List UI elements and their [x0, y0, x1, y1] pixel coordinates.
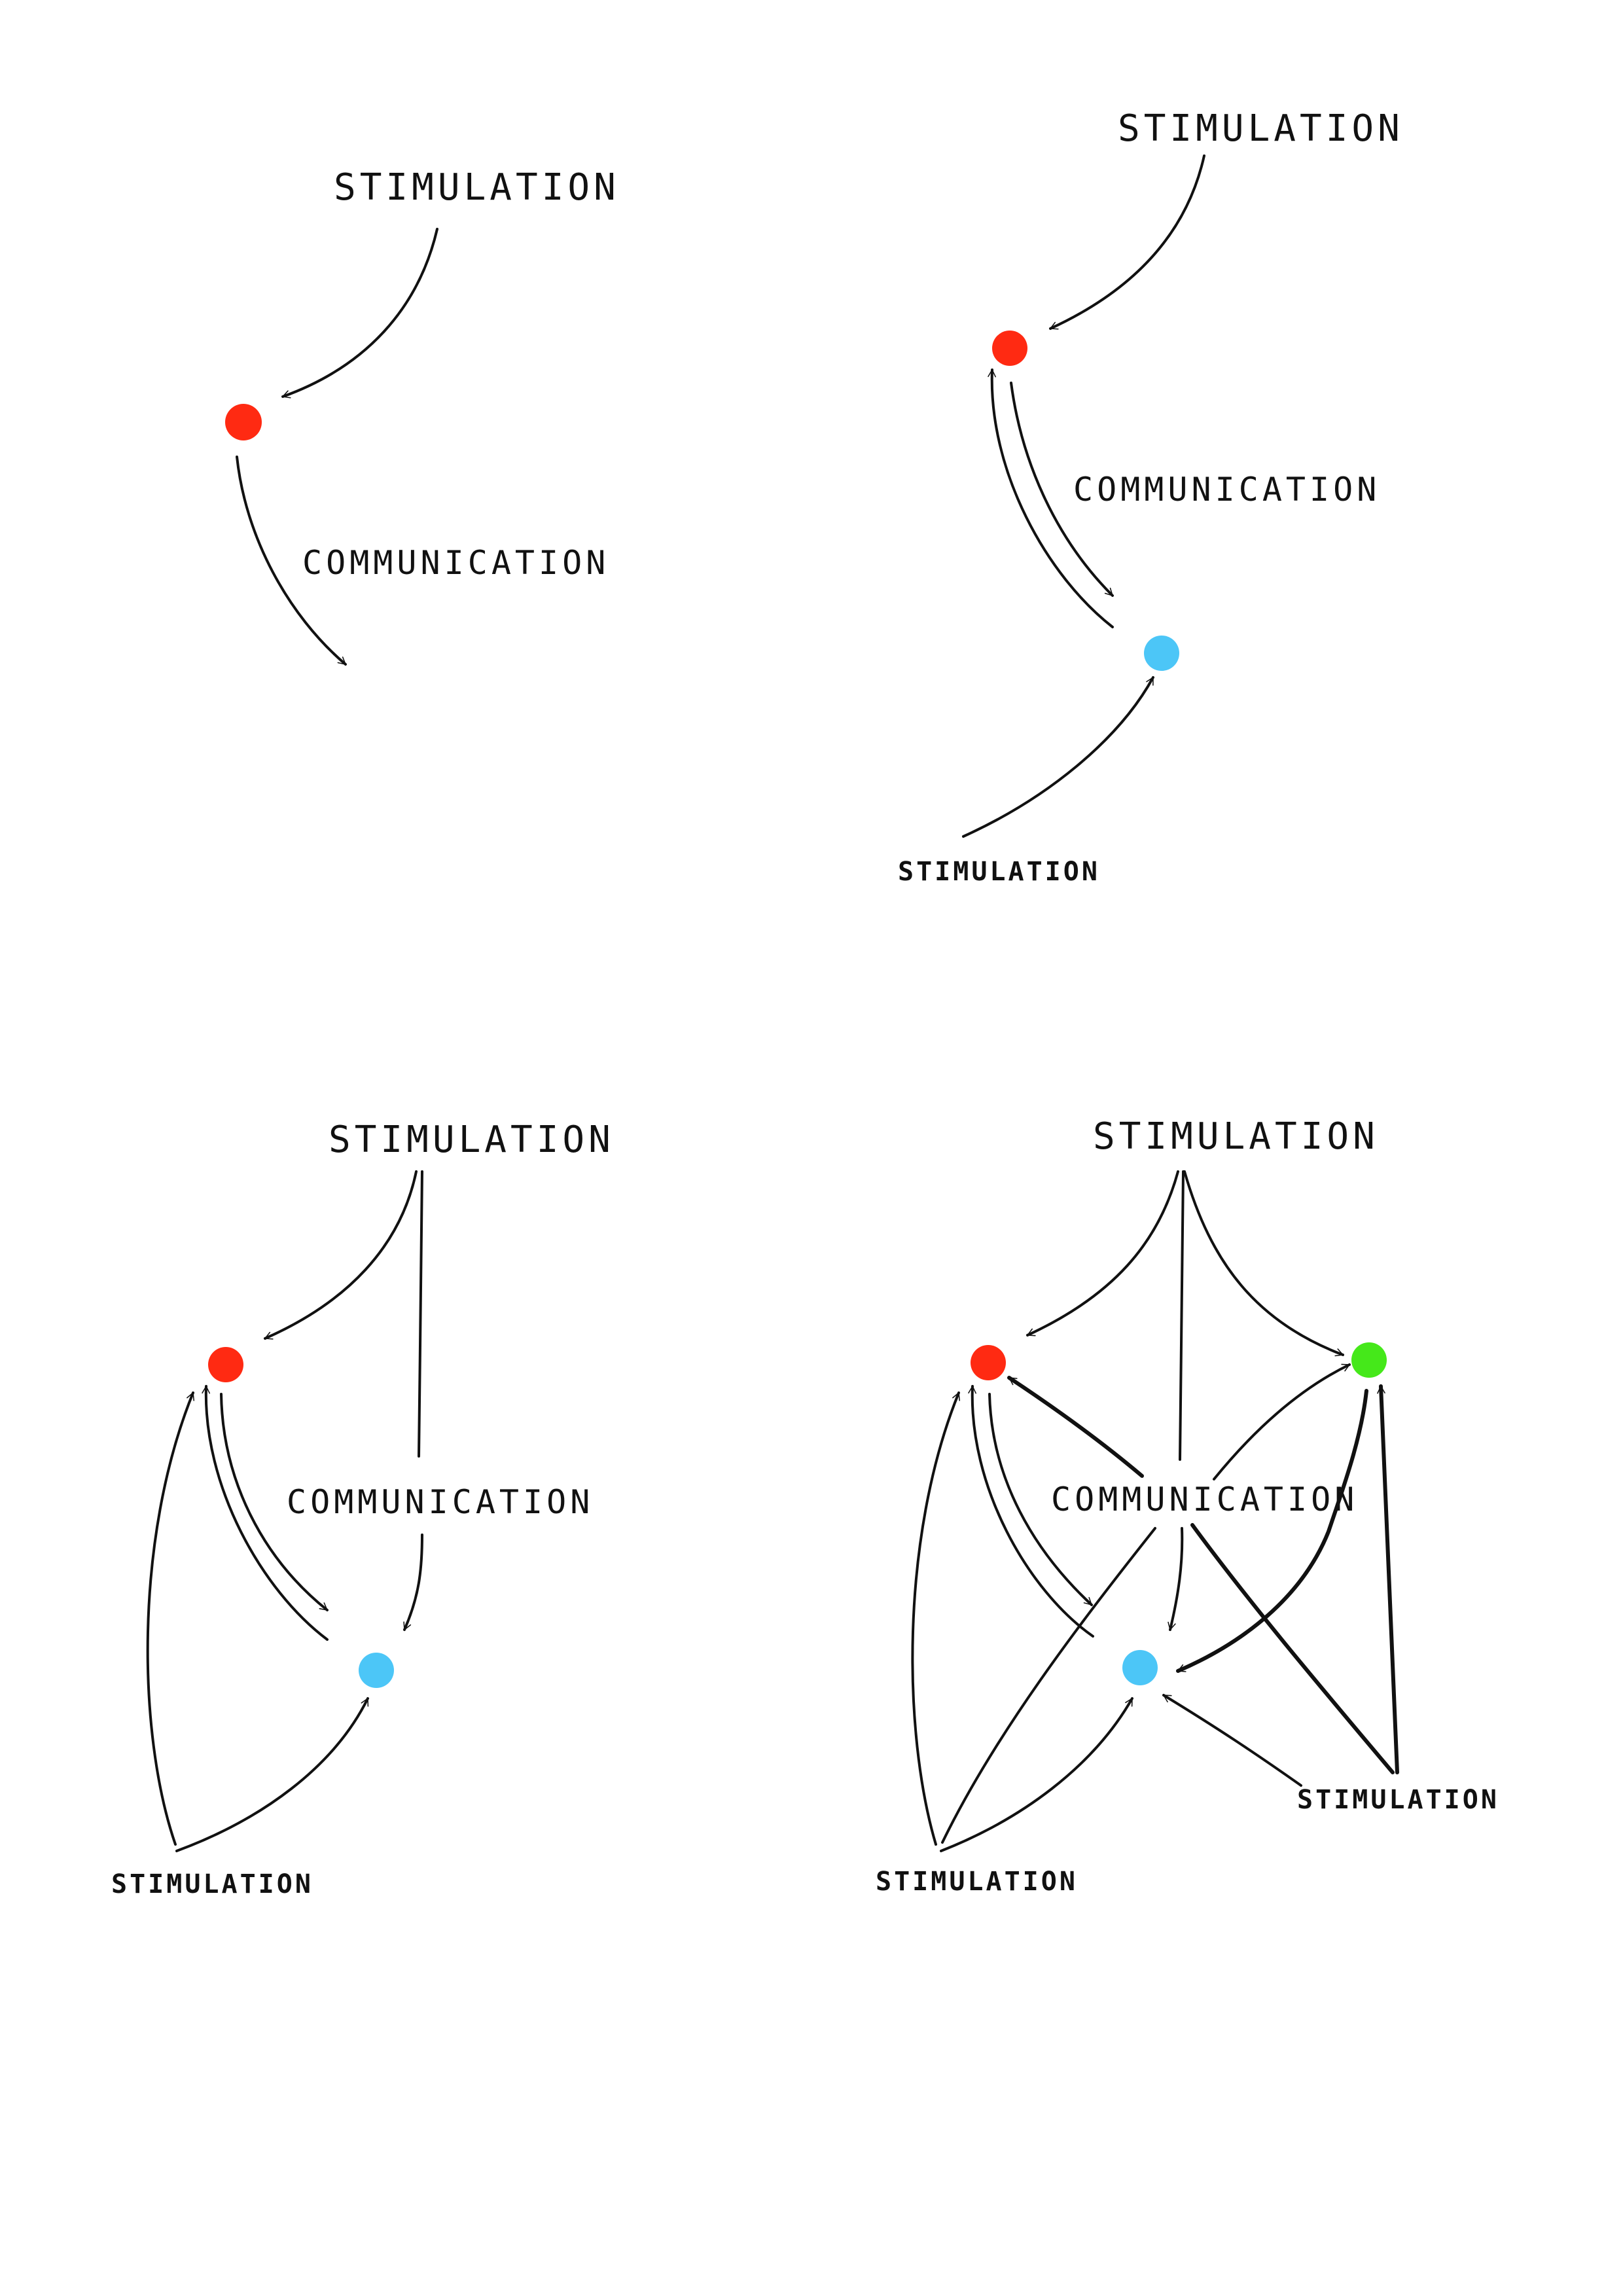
stimulation-arrow-left-to-red	[911, 1391, 961, 1846]
stimulation-arrow	[281, 228, 438, 399]
communication-label: COMMUNICATION	[287, 1483, 594, 1521]
stimulation-arrow-left-to-red	[146, 1391, 195, 1846]
stimulation-line-vertical	[1179, 1170, 1185, 1461]
panel-4: STIMULATION COMMUNICATION STIMULATION ST…	[876, 1115, 1499, 1897]
communication-arrow	[236, 456, 347, 666]
red-node	[971, 1345, 1006, 1380]
communication-arrow-to-blue	[403, 1534, 423, 1631]
stimulation-line-vertical	[418, 1170, 423, 1458]
stimulation-label-top: STIMULATION	[1093, 1115, 1379, 1158]
green-node	[1351, 1342, 1387, 1378]
panel-3: STIMULATION COMMUNICATION STIMULATION	[111, 1119, 615, 1899]
stimulation-arrow-right-to-green	[1377, 1384, 1399, 1774]
blue-node	[359, 1653, 394, 1688]
communication-arrow-red-to-blue	[988, 1393, 1093, 1606]
stimulation-label-top: STIMULATION	[334, 166, 620, 209]
communication-arrow-to-green	[1213, 1363, 1351, 1480]
stimulation-label-bottom-left: STIMULATION	[876, 1867, 1078, 1897]
communication-arrow-blue-to-red	[202, 1385, 329, 1641]
stimulation-line-right-to-hub	[1190, 1523, 1395, 1774]
communication-arrow-blue-to-red	[988, 368, 1114, 628]
blue-node	[1122, 1650, 1158, 1685]
red-node	[208, 1347, 243, 1382]
panel-2: STIMULATION COMMUNICATION STIMULATION	[898, 107, 1404, 887]
communication-arrow-blue-to-red	[968, 1385, 1094, 1638]
stimulation-arrow-bottom-to-blue	[175, 1697, 369, 1852]
stimulation-line-left-to-hub	[941, 1527, 1156, 1844]
communication-label: COMMUNICATION	[1051, 1480, 1358, 1518]
stimulation-arrow-to-green	[1183, 1170, 1344, 1357]
stimulation-arrow-to-red	[1026, 1170, 1179, 1336]
communication-arrow-to-red	[1007, 1376, 1144, 1478]
communication-arrow-red-to-blue	[220, 1393, 329, 1611]
communication-arrow-to-blue	[1168, 1527, 1184, 1631]
red-node	[992, 331, 1027, 366]
stimulation-arrow-to-red	[1049, 154, 1205, 330]
communication-label: COMMUNICATION	[302, 544, 609, 582]
communication-label: COMMUNICATION	[1073, 471, 1380, 509]
stimulation-label-top: STIMULATION	[1118, 107, 1404, 150]
communication-arrow-red-to-blue	[1010, 382, 1114, 597]
stimulation-label-bottom: STIMULATION	[111, 1869, 313, 1899]
stimulation-arrow-right-to-blue	[1162, 1694, 1302, 1787]
stimulation-label-top: STIMULATION	[329, 1119, 615, 1161]
stimulation-arrow-to-blue	[962, 676, 1154, 838]
blue-node	[1144, 636, 1179, 671]
stimulation-label-bottom: STIMULATION	[898, 857, 1100, 887]
panel-1: STIMULATION COMMUNICATION	[225, 166, 620, 666]
stimulation-arrow-left-to-blue	[940, 1697, 1133, 1852]
communication-arrow-green-to-blue	[1176, 1389, 1368, 1673]
stimulation-arrow-to-red	[264, 1170, 418, 1340]
red-node	[225, 404, 262, 440]
stimulation-label-bottom-right: STIMULATION	[1297, 1785, 1499, 1815]
